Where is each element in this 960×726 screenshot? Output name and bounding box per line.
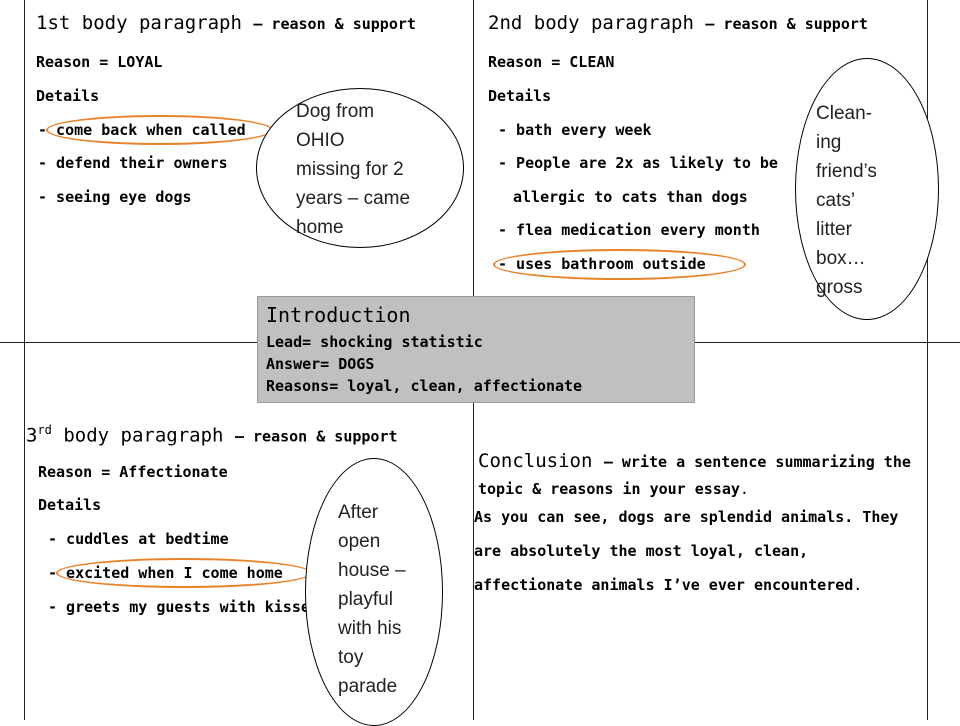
p1-bubble-line: home bbox=[296, 217, 344, 238]
p2-bubble-line: box… bbox=[816, 248, 866, 269]
grid-left-border bbox=[24, 0, 25, 720]
p3-bubble-line: open bbox=[338, 531, 381, 552]
p1-bubble-line: OHIO bbox=[296, 130, 345, 151]
p3-bubble-line: with his bbox=[338, 618, 402, 639]
p2-bubble-line: litter bbox=[816, 219, 852, 240]
p2-bubble-line: friend’s bbox=[816, 161, 877, 182]
p3-bubble bbox=[305, 458, 443, 726]
p2-bubble bbox=[795, 58, 939, 320]
p2-detail-1: - bath every week bbox=[498, 121, 652, 139]
p3-bubble-line: house – bbox=[338, 560, 406, 581]
conclusion-instruction-1: – write a sentence summarizing the bbox=[603, 453, 911, 471]
p2-detail-2: - People are 2x as likely to be bbox=[498, 154, 778, 172]
p3-title-number: 3 bbox=[26, 424, 38, 447]
p3-subtitle: – reason & support bbox=[234, 427, 398, 446]
p1-detail-2: - defend their owners bbox=[38, 154, 228, 172]
p2-detail-3: - flea medication every month bbox=[498, 221, 760, 239]
p1-highlight-oval bbox=[46, 115, 273, 145]
p3-bubble-line: parade bbox=[338, 676, 398, 697]
intro-lead: Lead= shocking statistic bbox=[266, 333, 483, 351]
p3-bubble-line: playful bbox=[338, 589, 393, 610]
p2-highlight-oval bbox=[493, 249, 746, 280]
p2-heading: 2nd body paragraph – reason & support bbox=[488, 12, 868, 34]
p1-reason: Reason = LOYAL bbox=[36, 53, 163, 71]
p2-subtitle: – reason & support bbox=[705, 15, 868, 33]
p3-heading: 3rd body paragraph – reason & support bbox=[26, 423, 398, 446]
p1-bubble-text: Dog from OHIO missing for 2 years – came… bbox=[296, 97, 410, 242]
conclusion-body-3: affectionate animals I’ve ever encounter… bbox=[474, 576, 862, 594]
p3-detail-1: - cuddles at bedtime bbox=[48, 530, 229, 548]
p1-title: 1st body paragraph bbox=[36, 12, 242, 34]
p2-details-label: Details bbox=[488, 87, 552, 105]
p1-bubble-line: missing for 2 bbox=[296, 159, 404, 180]
conclusion-instruction-2-end: . bbox=[739, 480, 749, 498]
p3-title: body paragraph bbox=[51, 424, 224, 447]
conclusion-body-2: are absolutely the most loyal, clean, bbox=[474, 542, 809, 560]
p3-highlight-oval bbox=[56, 558, 312, 588]
grid-right-border bbox=[927, 0, 928, 720]
intro-reasons: Reasons= loyal, clean, affectionate bbox=[266, 377, 583, 395]
p3-bubble-line: After bbox=[338, 502, 379, 523]
p3-details-label: Details bbox=[38, 496, 102, 514]
p1-bubble-line: Dog from bbox=[296, 101, 375, 122]
p1-subtitle: – reason & support bbox=[253, 15, 416, 33]
conclusion-body-3-text: affectionate animals I’ve ever encounter… bbox=[474, 576, 854, 594]
p2-detail-2-cont: allergic to cats than dogs bbox=[513, 188, 748, 206]
p2-title: 2nd body paragraph bbox=[488, 12, 694, 34]
conclusion-body-1: As you can see, dogs are splendid animal… bbox=[474, 508, 899, 526]
p3-title-sup: rd bbox=[37, 423, 52, 437]
p3-bubble-line: toy bbox=[338, 647, 364, 668]
p1-bubble bbox=[256, 88, 464, 248]
p2-bubble-line: ing bbox=[816, 132, 842, 153]
introduction-box: Introduction Lead= shocking statistic An… bbox=[257, 296, 695, 403]
p2-reason: Reason = CLEAN bbox=[488, 53, 615, 71]
p3-detail-3: - greets my guests with kisses bbox=[48, 598, 312, 616]
p1-detail-3: - seeing eye dogs bbox=[38, 188, 192, 206]
p3-bubble-text: After open house – playful with his toy … bbox=[338, 498, 406, 701]
p2-bubble-text: Clean- ing friend’s cats’ litter box… gr… bbox=[816, 99, 877, 302]
p1-heading: 1st body paragraph – reason & support bbox=[36, 12, 416, 34]
conclusion-title: Conclusion bbox=[478, 450, 593, 472]
p2-bubble-line: gross bbox=[816, 277, 863, 298]
intro-title: Introduction bbox=[266, 303, 411, 327]
intro-answer: Answer= DOGS bbox=[266, 355, 375, 373]
p1-details-label: Details bbox=[36, 87, 100, 105]
conclusion-instruction-2-text: topic & reasons in your essay bbox=[478, 480, 740, 498]
conclusion-instruction-2: topic & reasons in your essay. bbox=[478, 480, 749, 498]
conclusion-heading: Conclusion – write a sentence summarizin… bbox=[478, 450, 911, 472]
p1-bubble-line: years – came bbox=[296, 188, 411, 209]
p2-bubble-line: cats’ bbox=[816, 190, 856, 211]
conclusion-body-3-end: . bbox=[853, 576, 863, 594]
p2-bubble-line: Clean- bbox=[816, 103, 872, 124]
p3-reason: Reason = Affectionate bbox=[38, 463, 228, 481]
